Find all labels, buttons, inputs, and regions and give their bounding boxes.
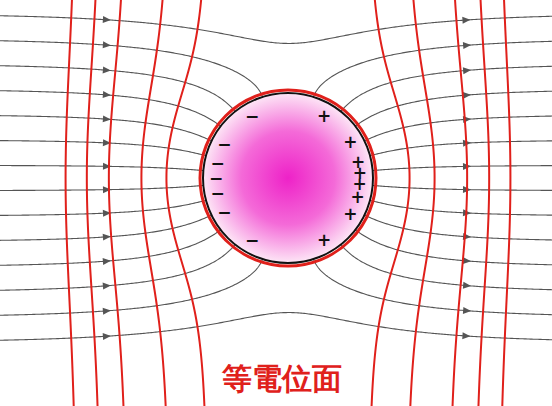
field-line xyxy=(0,41,263,97)
field-line xyxy=(0,15,552,43)
conductor-sphere xyxy=(203,93,373,263)
equipotential-line xyxy=(109,0,124,406)
field-line xyxy=(370,141,552,156)
field-arrowhead xyxy=(103,282,112,290)
equipotential-line xyxy=(66,0,74,406)
equipotential-line xyxy=(410,0,434,406)
field-arrowhead xyxy=(463,282,472,290)
charge-sign: − xyxy=(245,107,259,124)
equipotential-lines xyxy=(66,0,511,406)
field-arrowhead xyxy=(103,233,111,241)
equipotential-line xyxy=(166,0,204,406)
equipotential-line xyxy=(478,0,489,406)
field-line xyxy=(355,230,552,266)
charge-sign: + xyxy=(343,206,357,223)
equipotential-line xyxy=(141,0,165,406)
field-arrowhead xyxy=(463,91,472,99)
field-arrowhead xyxy=(463,307,471,315)
charge-sign: − xyxy=(217,136,231,153)
charge-sign: + xyxy=(317,232,331,249)
equipotential-line xyxy=(452,0,467,406)
equipotential-line xyxy=(87,0,98,406)
field-line xyxy=(370,200,552,215)
field-line xyxy=(0,66,235,112)
field-arrowhead xyxy=(103,307,112,315)
charge-sign: − xyxy=(245,232,259,249)
field-line xyxy=(341,66,552,112)
charge-sign: + xyxy=(350,188,364,205)
field-line xyxy=(0,185,203,190)
field-lines xyxy=(0,15,552,340)
field-line xyxy=(313,41,552,97)
charge-sign: − xyxy=(217,203,231,220)
field-line xyxy=(364,215,552,240)
field-line xyxy=(313,259,552,315)
field-line xyxy=(373,166,552,171)
field-line xyxy=(364,116,552,141)
field-line xyxy=(0,259,263,315)
field-line xyxy=(0,215,212,240)
field-arrowhead xyxy=(103,257,112,265)
field-line xyxy=(0,313,552,341)
equipotential-label: 等電位面 xyxy=(218,362,346,397)
charge-sign: + xyxy=(317,107,331,124)
field-line xyxy=(0,245,235,291)
field-arrowhead xyxy=(103,41,112,49)
field-line xyxy=(373,185,552,190)
sphere-surface-equipotential xyxy=(200,90,376,266)
field-arrowhead xyxy=(462,332,470,339)
field-line xyxy=(341,245,552,291)
field-arrowhead xyxy=(103,115,111,123)
equipotential-line xyxy=(371,0,409,406)
field-arrowhead xyxy=(463,42,471,50)
field-arrowhead xyxy=(103,332,111,340)
field-line xyxy=(0,166,203,171)
field-arrowhead xyxy=(103,66,112,74)
field-arrowhead xyxy=(463,257,472,265)
field-line xyxy=(0,116,212,141)
field-arrowhead xyxy=(462,16,470,23)
charge-sign: + xyxy=(343,134,357,151)
equipotential-line xyxy=(502,0,510,406)
field-arrowhead xyxy=(103,91,112,99)
charge-sign: − xyxy=(210,184,224,201)
field-arrowhead xyxy=(463,67,472,75)
field-arrowhead xyxy=(103,16,111,24)
